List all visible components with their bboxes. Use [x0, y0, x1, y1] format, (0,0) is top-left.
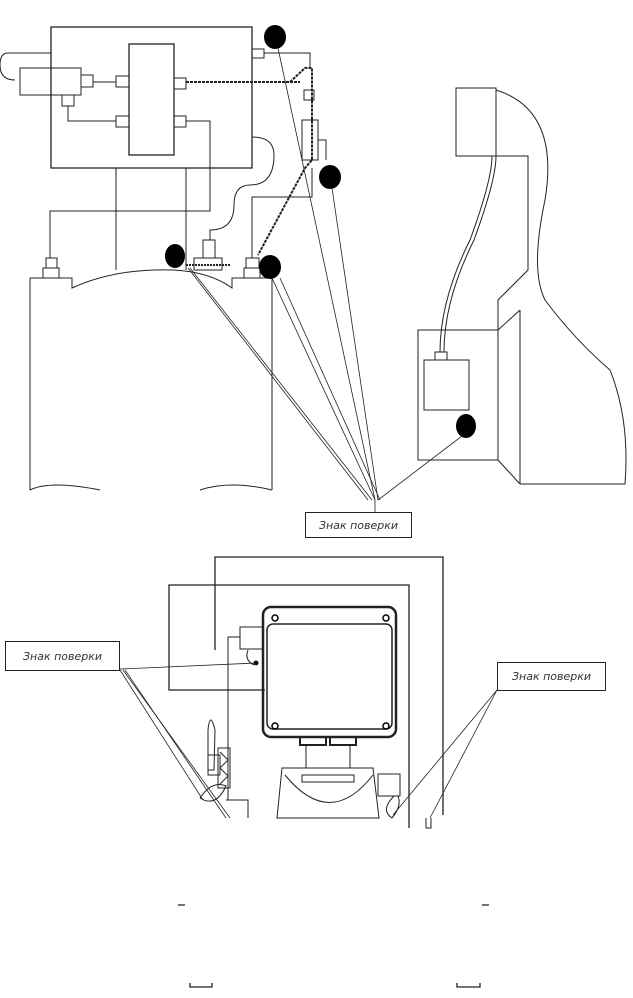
- verification-mark-label-bottom-right: Знак поверки: [497, 662, 606, 691]
- seal-icon: [264, 25, 286, 49]
- seal-icon: [319, 165, 341, 189]
- seal-icon: [165, 244, 185, 268]
- side-view-assembly: [417, 87, 627, 485]
- leader-lines-bottom: [97, 662, 498, 819]
- seal-icon: [456, 414, 476, 438]
- seal-icon: [259, 255, 281, 279]
- bottom-view-assembly: [168, 556, 489, 988]
- front-view-assembly: [0, 26, 327, 491]
- verification-mark-label-top: Знак поверки: [305, 512, 412, 538]
- verification-seals: [165, 25, 476, 438]
- verification-mark-label-bottom-left: Знак поверки: [5, 641, 120, 671]
- leader-lines-top: [187, 47, 463, 512]
